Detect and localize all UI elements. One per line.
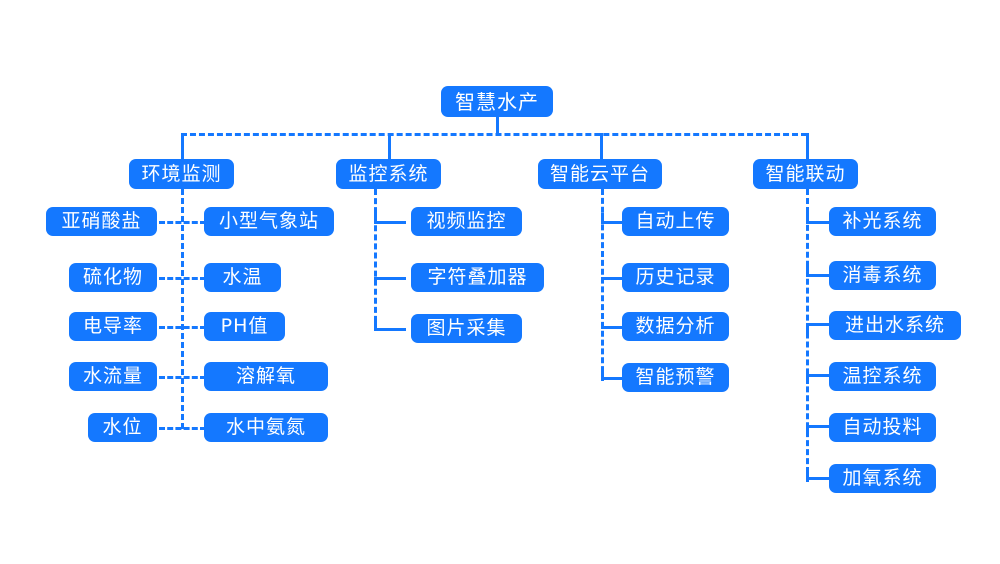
leaf-label-nitrite: 亚硝酸盐 (61, 210, 142, 232)
row-connector-env-1 (159, 221, 206, 224)
elbow-corner-link-1 (806, 213, 809, 223)
leaf-label-water-level: 水位 (102, 416, 143, 438)
leaf-label-fill-light-system: 补光系统 (842, 210, 923, 232)
leaf-node-fill-light-system[interactable]: 补光系统 (829, 207, 936, 236)
elbow-corner-link-3 (806, 323, 809, 333)
branch-label-environment-monitoring: 环境监测 (141, 162, 222, 185)
leaf-label-history-record: 历史记录 (635, 266, 716, 288)
row-connector-cloud-3 (601, 326, 625, 329)
leaf-node-video-surveillance[interactable]: 视频监控 (411, 207, 522, 236)
leaf-label-ph-value: PH值 (220, 315, 269, 337)
branch-label-smart-linkage: 智能联动 (765, 162, 846, 185)
spine-smart-linkage (806, 189, 809, 482)
branch-drop-linkage (806, 133, 809, 159)
leaf-label-ammonia-nitrogen: 水中氨氮 (225, 416, 306, 438)
root-node-label: 智慧水产 (455, 89, 539, 114)
leaf-node-ph-value[interactable]: PH值 (204, 312, 285, 341)
elbow-corner-surv-1 (374, 213, 377, 223)
elbow-corner-cloud-4 (601, 370, 604, 380)
leaf-label-video-surveillance: 视频监控 (426, 210, 507, 232)
row-connector-surv-2 (374, 277, 406, 280)
spine-smart-cloud-platform (601, 189, 604, 381)
branch-drop-cloud (600, 133, 603, 159)
leaf-node-data-analysis[interactable]: 数据分析 (622, 312, 729, 341)
leaf-node-oxygenation-system[interactable]: 加氧系统 (829, 464, 936, 493)
leaf-node-water-level[interactable]: 水位 (88, 413, 157, 442)
elbow-corner-cloud-1 (601, 213, 604, 223)
row-connector-surv-1 (374, 221, 406, 224)
row-connector-link-6 (806, 477, 832, 480)
branch-node-smart-linkage[interactable]: 智能联动 (753, 159, 858, 189)
elbow-corner-link-2 (806, 266, 809, 276)
branch-drop-environment (181, 133, 184, 159)
leaf-label-weather-station: 小型气象站 (218, 210, 319, 232)
elbow-corner-surv-3 (374, 321, 377, 331)
leaf-label-sulfide: 硫化物 (82, 266, 143, 288)
root-node-smart-aquaculture[interactable]: 智慧水产 (441, 86, 553, 117)
leaf-label-dissolved-oxygen: 溶解氧 (235, 365, 296, 387)
leaf-label-oxygenation-system: 加氧系统 (842, 467, 923, 489)
branch-drop-surveillance (388, 133, 391, 159)
leaf-node-smart-alert[interactable]: 智能预警 (622, 363, 729, 392)
spine-surveillance-system (374, 189, 377, 331)
leaf-label-conductivity: 电导率 (82, 315, 143, 337)
leaf-node-nitrite[interactable]: 亚硝酸盐 (46, 207, 157, 236)
root-drop-connector (496, 117, 499, 134)
leaf-label-auto-feeding: 自动投料 (842, 416, 923, 438)
spine-environment-monitoring (181, 189, 184, 429)
leaf-node-history-record[interactable]: 历史记录 (622, 263, 729, 292)
leaf-label-water-flow: 水流量 (82, 365, 143, 387)
row-connector-link-2 (806, 274, 832, 277)
leaf-node-disinfection-system[interactable]: 消毒系统 (829, 261, 936, 290)
leaf-node-auto-feeding[interactable]: 自动投料 (829, 413, 936, 442)
branch-node-environment-monitoring[interactable]: 环境监测 (129, 159, 234, 189)
leaf-label-image-capture: 图片采集 (426, 317, 507, 339)
elbow-corner-link-4 (806, 374, 809, 384)
leaf-label-water-inlet-outlet-system: 进出水系统 (844, 314, 945, 336)
branch-node-surveillance-system[interactable]: 监控系统 (336, 159, 441, 189)
leaf-label-data-analysis: 数据分析 (635, 315, 716, 337)
leaf-node-water-inlet-outlet-system[interactable]: 进出水系统 (829, 311, 961, 340)
branch-label-smart-cloud-platform: 智能云平台 (549, 162, 650, 185)
row-connector-env-4 (159, 376, 206, 379)
branch-node-smart-cloud-platform[interactable]: 智能云平台 (538, 159, 662, 189)
leaf-node-auto-upload[interactable]: 自动上传 (622, 207, 729, 236)
leaf-label-disinfection-system: 消毒系统 (842, 264, 923, 286)
level2-bus-connector (181, 133, 807, 136)
row-connector-env-5 (159, 427, 206, 430)
leaf-node-temperature-control-system[interactable]: 温控系统 (829, 362, 936, 391)
row-connector-cloud-4 (601, 377, 625, 380)
leaf-label-temperature-control-system: 温控系统 (842, 365, 923, 387)
row-connector-env-2 (159, 277, 206, 280)
leaf-node-weather-station[interactable]: 小型气象站 (204, 207, 334, 236)
row-connector-cloud-2 (601, 277, 625, 280)
row-connector-surv-3 (374, 328, 406, 331)
elbow-corner-link-5 (806, 425, 809, 435)
leaf-node-water-flow[interactable]: 水流量 (69, 362, 157, 391)
leaf-node-dissolved-oxygen[interactable]: 溶解氧 (204, 362, 328, 391)
leaf-node-water-temperature[interactable]: 水温 (204, 263, 281, 292)
leaf-node-image-capture[interactable]: 图片采集 (411, 314, 522, 343)
leaf-label-auto-upload: 自动上传 (635, 210, 716, 232)
row-connector-cloud-1 (601, 221, 625, 224)
leaf-node-sulfide[interactable]: 硫化物 (69, 263, 157, 292)
leaf-label-water-temperature: 水温 (222, 266, 263, 288)
elbow-corner-link-6 (806, 469, 809, 479)
row-connector-link-1 (806, 221, 832, 224)
branch-label-surveillance-system: 监控系统 (348, 162, 429, 185)
row-connector-link-4 (806, 374, 832, 377)
leaf-node-conductivity[interactable]: 电导率 (69, 312, 157, 341)
leaf-node-character-overlay[interactable]: 字符叠加器 (411, 263, 544, 292)
leaf-label-character-overlay: 字符叠加器 (427, 266, 528, 288)
row-connector-link-3 (806, 323, 832, 326)
leaf-label-smart-alert: 智能预警 (635, 366, 716, 388)
row-connector-link-5 (806, 425, 832, 428)
leaf-node-ammonia-nitrogen[interactable]: 水中氨氮 (204, 413, 328, 442)
row-connector-env-3 (159, 326, 206, 329)
